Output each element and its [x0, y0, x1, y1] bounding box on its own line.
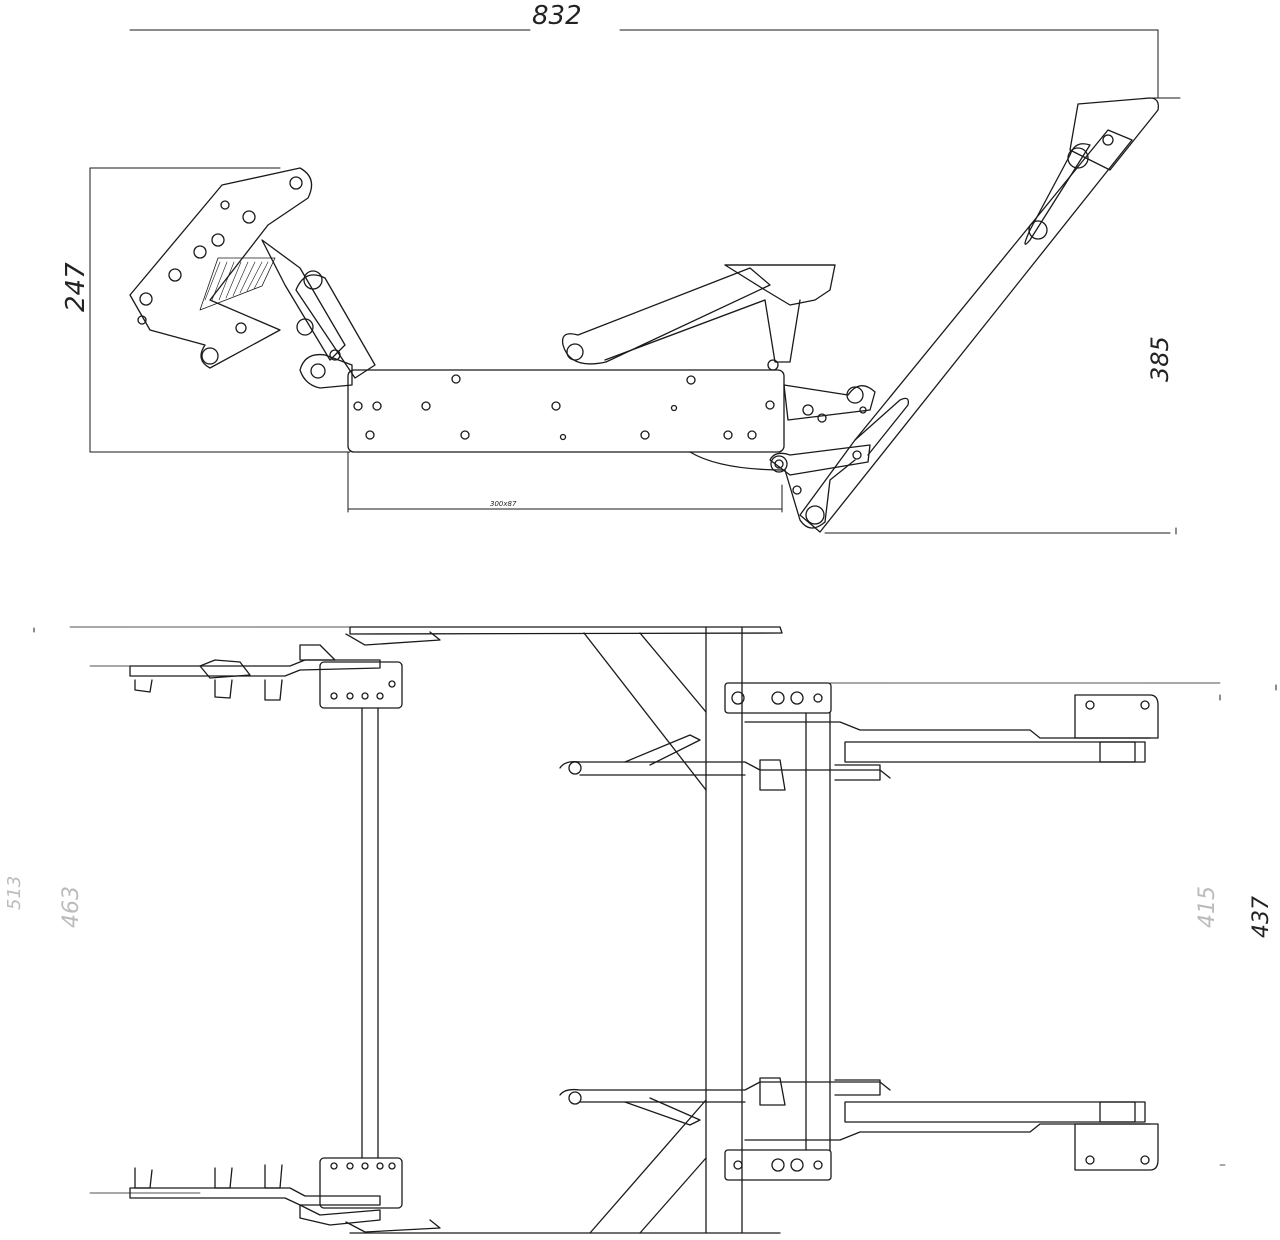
dim-415-label: 415	[1195, 886, 1220, 928]
right-frame	[724, 682, 1221, 1181]
dim-247-label: 247	[61, 262, 91, 312]
back-mechanism-plate	[129, 167, 313, 369]
left-vertical-tube	[361, 707, 379, 1159]
central-frame	[583, 626, 743, 1234]
dim-437-label: 437	[1249, 896, 1274, 938]
back-links	[261, 239, 376, 389]
top-rail	[69, 626, 783, 646]
dim-plate-label: 300x87	[490, 500, 517, 508]
edge-ticks	[33, 627, 1277, 701]
dim-385-label: 385	[1146, 336, 1174, 382]
dimension-overall-height	[824, 527, 1177, 535]
dim-463-label: 463	[59, 886, 84, 928]
side-view: 832 247 385 300x87	[61, 1, 1181, 535]
front-linkage	[689, 384, 876, 529]
dimension-overall-length	[129, 29, 1181, 99]
dimension-plate-length	[347, 451, 783, 513]
seat-plate	[347, 369, 785, 453]
dimension-side-height	[89, 167, 351, 453]
right-arm-lower	[559, 1077, 1226, 1171]
plan-view: 463 513 415 437	[4, 626, 1277, 1234]
dim-513-label: 513	[4, 876, 25, 910]
left-bracket-top	[89, 644, 403, 709]
legrest-bar	[799, 97, 1159, 533]
left-bracket-bottom	[89, 1157, 441, 1233]
footrest-assembly	[561, 264, 836, 371]
right-arm-upper	[559, 694, 1159, 791]
dim-832-label: 832	[532, 1, 582, 31]
